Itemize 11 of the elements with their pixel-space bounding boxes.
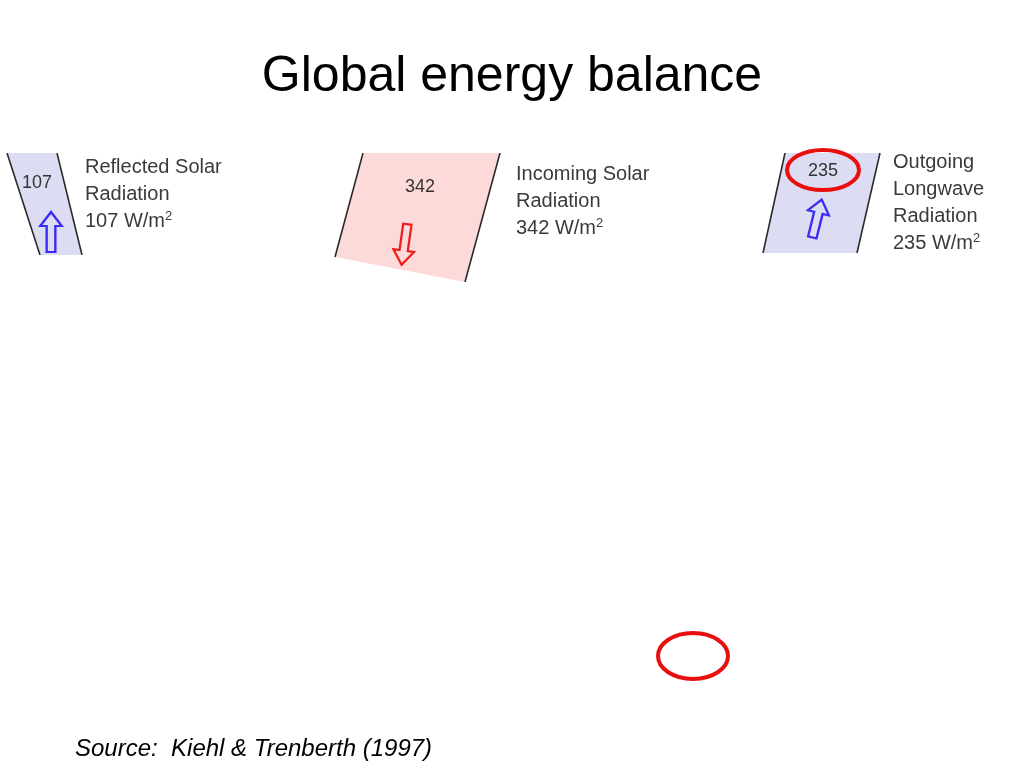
caption: Source: Kiehl & Trenberth (1997) [75,734,433,762]
radiation-label: Incoming Solar Radiation [516,161,651,213]
flux-value: 342 W/m$^{2}$ [516,214,604,240]
flux-value: 235 W/m$^{2}$ [893,229,981,255]
flux-number: 235 [808,160,838,180]
flux-number: 342 [405,176,435,196]
flux-value: 107 W/m$^{2}$ [85,207,173,233]
title: Global energy balance [261,46,763,102]
flux-number: 107 [22,172,52,192]
radiation-label: Outgoing Longwave Radiation [893,149,986,228]
radiation-label: Reflected Solar Radiation [85,154,223,206]
